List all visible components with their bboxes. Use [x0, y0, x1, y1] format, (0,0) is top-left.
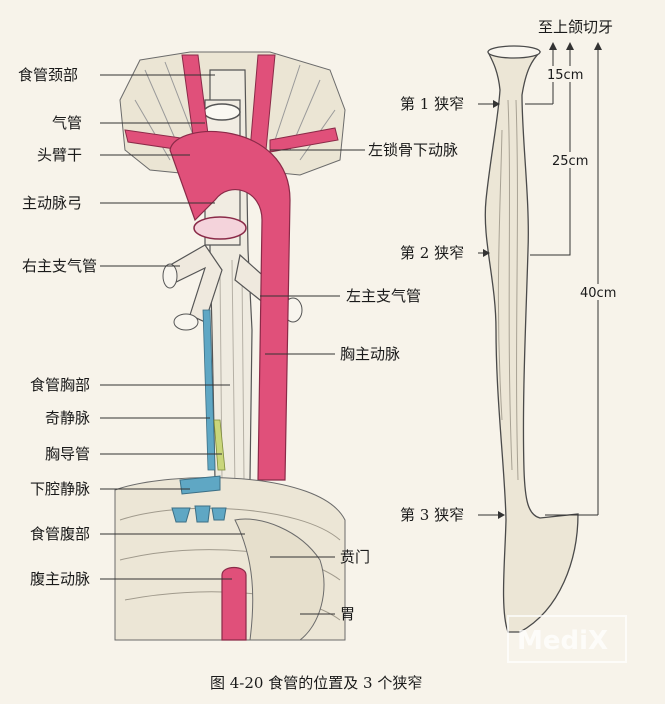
label-to-incisors: 至上颌切牙 [538, 18, 613, 36]
label-25cm: 25cm [552, 154, 588, 169]
label-esoph-neck: 食管颈部 [18, 66, 78, 84]
watermark: MediX [507, 615, 627, 663]
watermark-box [507, 615, 627, 663]
label-aortic-arch: 主动脉弓 [22, 194, 82, 212]
label-left-bronchus: 左主支气管 [346, 287, 421, 305]
right-esophagus [484, 45, 579, 633]
watermark-text: MediX [517, 626, 608, 656]
subclavian-left [269, 127, 339, 153]
label-ivc: 下腔静脉 [30, 480, 90, 498]
labels-right: 至上颌切牙 第 1 狭窄 第 2 狭窄 第 3 狭窄 15cm 25cm 40c… [400, 18, 622, 524]
label-stomach: 胃 [340, 605, 355, 623]
figure-caption: 图 4-20 食管的位置及 3 个狭窄 [210, 674, 422, 692]
arrow-up-1 [549, 42, 557, 50]
ptr-3 [498, 511, 505, 519]
label-abd-aorta: 腹主动脉 [30, 570, 90, 588]
rbronchus-end1 [162, 263, 178, 289]
esophagus-profile [484, 46, 579, 633]
abdominal-aorta-shape [221, 566, 247, 641]
azygos-vein [202, 309, 216, 471]
d40-bg [578, 284, 622, 300]
arrow-up-3 [594, 42, 602, 50]
measurements [478, 42, 602, 519]
ptr-1 [493, 100, 500, 108]
thoracic-duct-shape [213, 419, 226, 471]
label-brachiocephalic: 头臂干 [37, 146, 82, 164]
label-constriction-3: 第 3 狭窄 [400, 506, 464, 524]
label-thoracic-duct: 胸导管 [45, 445, 90, 463]
left-illustration [114, 51, 346, 641]
aorta-cut [193, 216, 247, 240]
label-left-subclavian: 左锁骨下动脉 [368, 141, 458, 159]
label-thoracic-aorta: 胸主动脉 [340, 345, 400, 363]
neck-fibers [134, 61, 336, 161]
hepatic-veins [171, 505, 227, 523]
esophagus-profile-fibers [497, 99, 519, 481]
d25-bg [550, 152, 592, 168]
label-15cm: 15cm [547, 68, 583, 83]
label-azygos: 奇静脉 [45, 409, 90, 427]
label-constriction-2: 第 2 狭窄 [400, 244, 464, 262]
label-trachea: 气管 [52, 114, 82, 132]
label-constriction-1: 第 1 狭窄 [400, 95, 464, 113]
ptr-2 [483, 249, 490, 257]
labels-left: 食管颈部 气管 头臂干 左锁骨下动脉 主动脉弓 右主支气管 左主支气管 胸主动脉… [18, 66, 458, 623]
label-right-bronchus: 右主支气管 [22, 257, 97, 275]
label-esoph-thorax: 食管胸部 [30, 376, 90, 394]
aortic-arch-shape [169, 130, 291, 481]
esophagus-top-opening [487, 45, 541, 59]
label-esoph-abdomen: 食管腹部 [30, 525, 90, 543]
d15-bg [545, 66, 585, 82]
label-cardia: 贲门 [340, 548, 370, 566]
leader-lines-left [100, 74, 365, 615]
arrow-up-2 [566, 42, 574, 50]
label-40cm: 40cm [580, 286, 616, 301]
rbronchus-end2 [173, 313, 199, 331]
trachea-ring [203, 103, 241, 121]
